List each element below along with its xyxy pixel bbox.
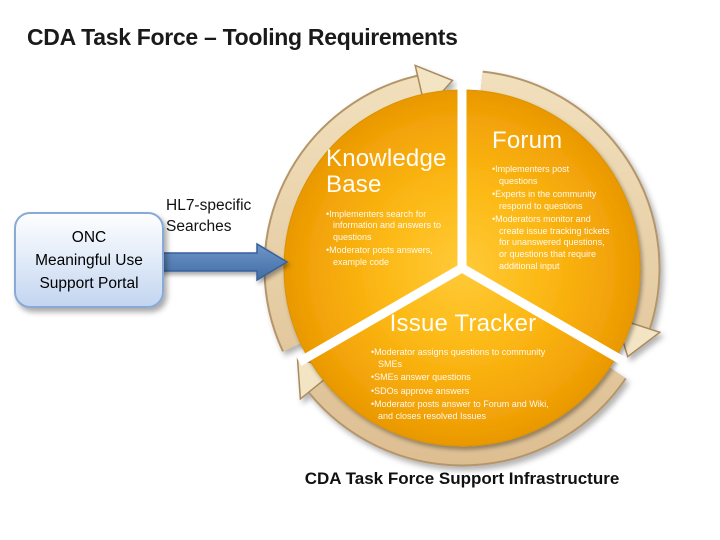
bullet-item: Implementers post questions xyxy=(492,164,610,187)
slide-title: CDA Task Force – Tooling Requirements xyxy=(27,24,458,50)
diagram-caption: CDA Task Force Support Infrastructure xyxy=(304,469,620,488)
bullet-item: Experts in the community respond to ques… xyxy=(492,189,610,212)
ring-arc-bottom xyxy=(309,364,625,465)
segment-title-issue-tracker: Issue Tracker xyxy=(389,310,537,337)
segment-separators xyxy=(296,80,628,366)
segment-title-knowledge-base: Knowledge Base xyxy=(326,145,447,199)
portal-box: ONC Meaningful Use Support Portal xyxy=(14,212,164,308)
connector-arrow-icon xyxy=(157,242,289,282)
bullet-item: Moderator assigns questions to community… xyxy=(371,347,563,370)
ring-arc-right xyxy=(480,72,659,329)
bullet-item: SMEs answer questions xyxy=(371,372,563,384)
segment-bullets-knowledge-base: Implementers search for information and … xyxy=(326,209,448,269)
bullet-item: Moderator posts answers, example code xyxy=(326,245,448,268)
segment-forum: Forum Implementers post questions Expert… xyxy=(492,127,642,274)
segment-issue-tracker: Issue Tracker Moderator assigns question… xyxy=(317,310,609,424)
bullet-item: Moderators monitor and create issue trac… xyxy=(492,214,610,272)
segment-bullets-issue-tracker: Moderator assigns questions to community… xyxy=(371,347,563,422)
portal-box-line-3: Support Portal xyxy=(39,274,139,292)
ring-arc-left xyxy=(265,76,424,352)
bullet-item: Moderator posts answer to Forum and Wiki… xyxy=(371,399,563,422)
bullet-item: SDOs approve answers xyxy=(371,386,563,398)
segment-bullets-forum: Implementers post questions Experts in t… xyxy=(492,164,610,272)
portal-box-line-1: ONC xyxy=(71,228,107,246)
connector-arrow-label: HL7-specific Searches xyxy=(166,197,252,235)
segment-knowledge-base: Knowledge Base Implementers search for i… xyxy=(326,145,484,270)
portal-box-line-2: Meaningful Use xyxy=(35,251,143,269)
bullet-item: Implementers search for information and … xyxy=(326,209,448,244)
segment-title-forum: Forum xyxy=(492,127,563,154)
